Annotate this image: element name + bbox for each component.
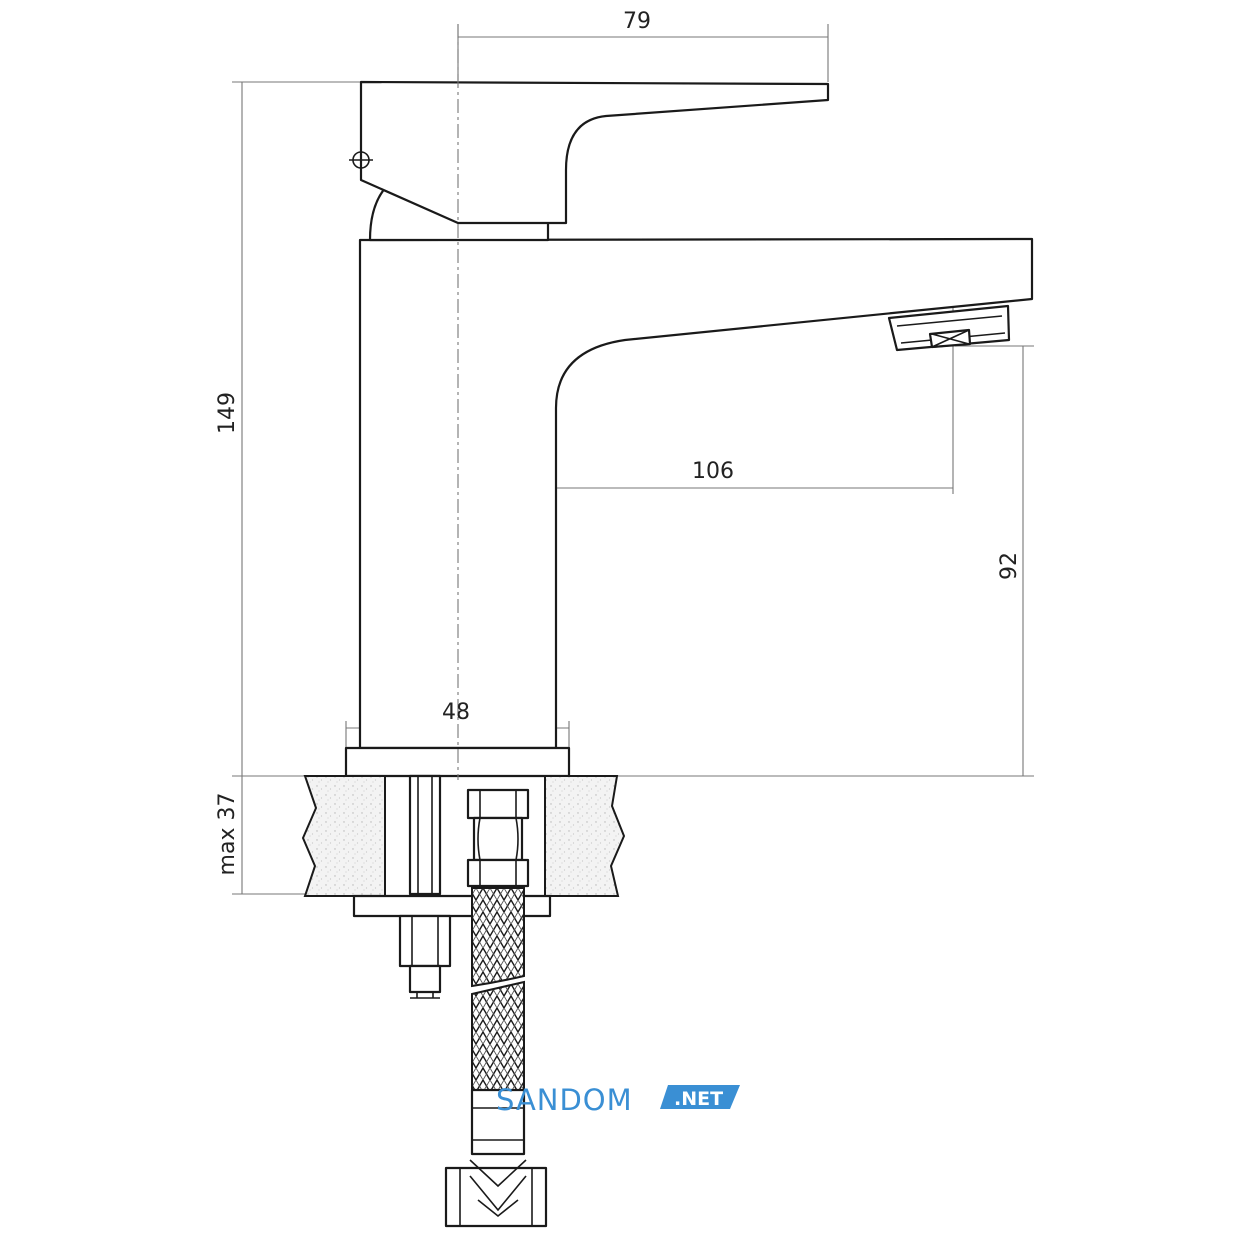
braided-hose <box>444 887 548 1228</box>
watermark-tag-shape <box>660 1085 740 1109</box>
dim-spout-reach: 106 <box>692 459 734 484</box>
watermark-brand: SANDOM <box>496 1083 633 1117</box>
dim-base-diameter: 48 <box>442 700 470 725</box>
watermark-domain-tag: .NET <box>674 1088 723 1110</box>
faucet-body <box>344 80 1034 778</box>
dim-max-counter-thickness: max 37 <box>215 793 240 876</box>
dim-lever-reach: 79 <box>623 9 651 34</box>
dim-spout-height: 92 <box>997 552 1022 580</box>
aerator <box>887 304 1011 352</box>
sandom-watermark: SANDOM .NET <box>496 1083 740 1117</box>
spout <box>358 237 1034 750</box>
mounting-hardware <box>352 774 552 999</box>
handle-lever <box>359 80 830 225</box>
dim-total-height: 149 <box>215 392 240 434</box>
counter-top-section <box>301 775 626 897</box>
handle-pin <box>349 148 373 172</box>
dimension-labels: 79 149 106 92 48 max 37 <box>215 9 1022 875</box>
